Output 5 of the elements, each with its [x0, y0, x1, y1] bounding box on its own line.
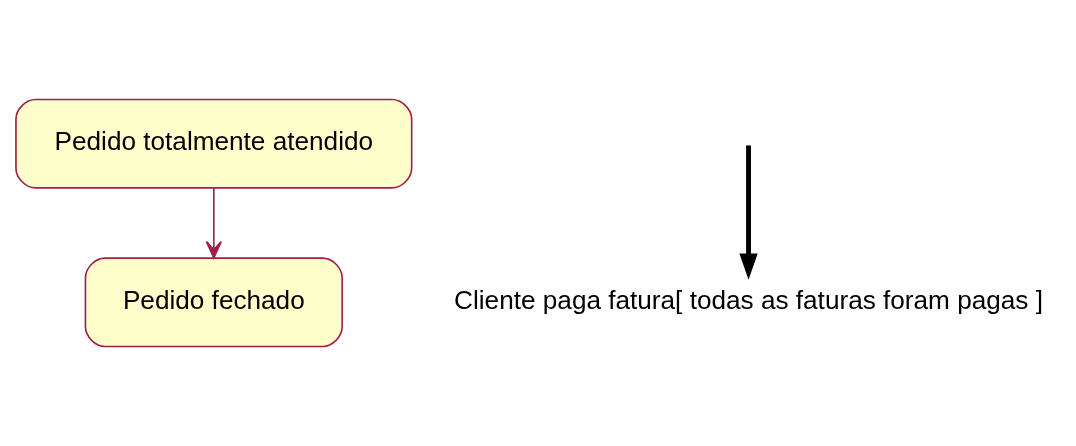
node-box: Pedido totalmente atendido — [15, 98, 413, 189]
node-text: Cliente paga fatura[ todas as faturas foram pagas ] — [454, 284, 1043, 315]
node-box: Pedido fechado — [84, 257, 343, 348]
arrow — [205, 187, 222, 259]
arrow — [739, 145, 758, 280]
